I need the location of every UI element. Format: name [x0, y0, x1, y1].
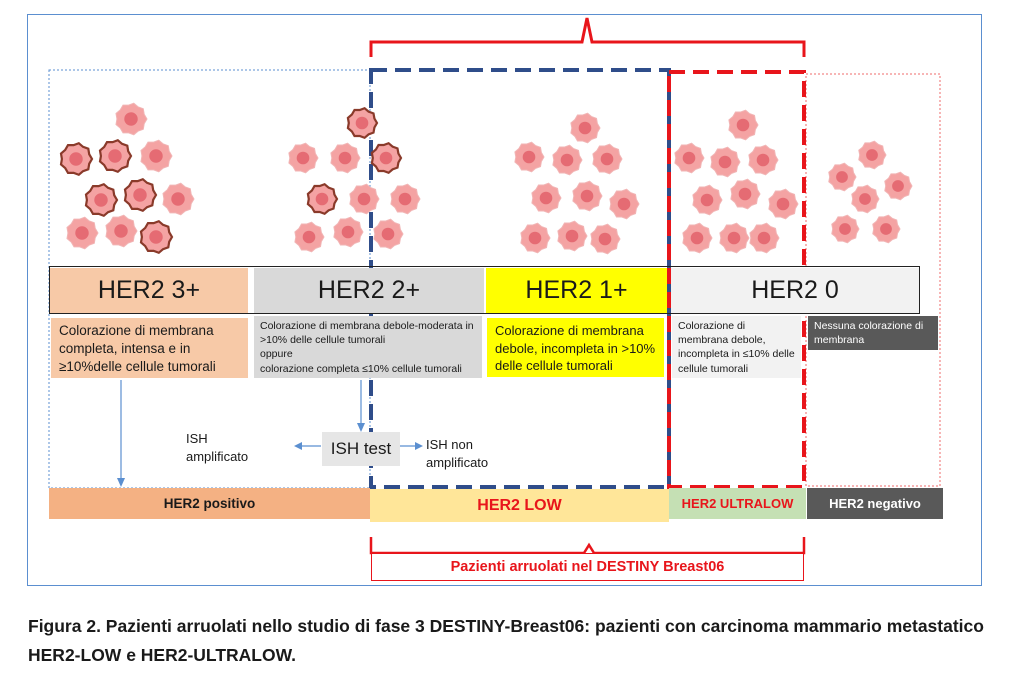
her2-1-description: Colorazione di membrana debole, incomple…: [487, 318, 664, 377]
her2-positive-bar: HER2 positivo: [49, 488, 370, 519]
her2-ultralow-bar: HER2 ULTRALOW: [669, 488, 806, 519]
cell-nucleus: [528, 231, 542, 245]
her2-negative-label: HER2 negativo: [829, 496, 921, 511]
her2-low-label: HER2 LOW: [477, 496, 562, 514]
cell-nucleus: [315, 192, 329, 206]
cell-nucleus: [617, 197, 631, 211]
her2-positive-label: HER2 positivo: [163, 496, 256, 511]
figure-caption: Figura 2. Pazienti arruolati nello studi…: [28, 616, 984, 665]
cell-clusters: [59, 102, 913, 255]
cell-nucleus: [727, 231, 741, 245]
cell-nucleus: [836, 171, 848, 183]
cell-nucleus: [296, 151, 310, 165]
cell-nucleus: [598, 232, 612, 246]
cell-nucleus: [600, 152, 614, 166]
cell-nucleus: [756, 153, 770, 167]
figure-frame: [27, 14, 982, 586]
her2-0-label: HER2 0: [751, 276, 839, 304]
cell-nucleus: [69, 152, 83, 166]
her2-1-header: HER2 1+: [486, 268, 667, 313]
her2-2-description: Colorazione di membrana debole-moderata …: [254, 316, 482, 378]
cell-nucleus: [839, 223, 851, 235]
top-brace: [369, 17, 806, 57]
ish-test-box: ISH test: [322, 432, 400, 466]
cell-nucleus: [149, 149, 163, 163]
her2-negative-bar: HER2 negativo: [807, 488, 943, 519]
cell-nucleus: [580, 189, 594, 203]
her2-3-description: Colorazione di membrana completa, intens…: [51, 318, 248, 378]
cell-nucleus: [124, 112, 138, 126]
cell-nucleus: [539, 191, 553, 205]
cell-nucleus: [736, 118, 750, 132]
her2-ultralow-label: HER2 ULTRALOW: [681, 496, 794, 511]
cell-nucleus: [75, 226, 89, 240]
bottom-brace: [369, 537, 806, 555]
cell-nucleus: [578, 121, 592, 135]
cell-nucleus: [302, 230, 316, 244]
enrolled-patients-label: Pazienti arruolati nel DESTINY Breast06: [450, 559, 725, 575]
cell-nucleus: [133, 188, 147, 202]
cell-nucleus: [381, 227, 395, 241]
cell-nucleus: [398, 192, 412, 206]
cell-nucleus: [357, 192, 371, 206]
cell-nucleus: [565, 229, 579, 243]
ish-test-label: ISH test: [330, 439, 392, 458]
cell-nucleus: [522, 150, 536, 164]
ish-amplified-label: ISH amplificato: [186, 431, 249, 465]
her2-3-header: HER2 3+: [50, 268, 248, 313]
cell-nucleus: [560, 153, 574, 167]
cell-nucleus: [108, 149, 122, 163]
cell-nucleus: [171, 192, 185, 206]
her2-2-header: HER2 2+: [254, 268, 484, 313]
cell-nucleus: [757, 231, 771, 245]
cell-nucleus: [682, 151, 696, 165]
cell-nucleus: [776, 197, 790, 211]
cell-nucleus: [738, 187, 752, 201]
cell-nucleus: [700, 193, 714, 207]
cell-nucleus: [114, 224, 128, 238]
cell-nucleus: [866, 149, 878, 161]
cell-nucleus: [341, 225, 355, 239]
cell-nucleus: [338, 151, 352, 165]
negative-description: Nessuna colorazione di membrana: [808, 316, 938, 350]
cell-nucleus: [859, 193, 871, 205]
her2-2-label: HER2 2+: [317, 276, 421, 304]
cell-nucleus: [718, 155, 732, 169]
cell-nucleus: [379, 151, 393, 165]
enrolled-patients-box: Pazienti arruolati nel DESTINY Breast06: [371, 553, 804, 581]
her2-0-description: Colorazione di membrana debole, incomple…: [672, 316, 801, 378]
cell-nucleus: [690, 231, 704, 245]
her2-2-desc-line3: colorazione completa ≤10% cellule tumora…: [260, 362, 462, 375]
cell-nucleus: [892, 180, 904, 192]
her2-2-desc-line1: Colorazione di membrana debole-moderata …: [260, 320, 474, 347]
cell-nucleus: [355, 116, 369, 130]
her2-3-label: HER2 3+: [97, 276, 201, 304]
her2-1-label: HER2 1+: [525, 276, 628, 304]
her2-low-bar: HER2 LOW: [370, 489, 669, 522]
cell-nucleus: [94, 193, 108, 207]
cell-nucleus: [880, 223, 892, 235]
ish-not-amplified-label: ISH non amplificato: [426, 437, 489, 471]
cell-nucleus: [149, 230, 163, 244]
her2-2-desc-line2: oppure: [260, 348, 293, 361]
her2-0-header: HER2 0: [671, 268, 919, 313]
